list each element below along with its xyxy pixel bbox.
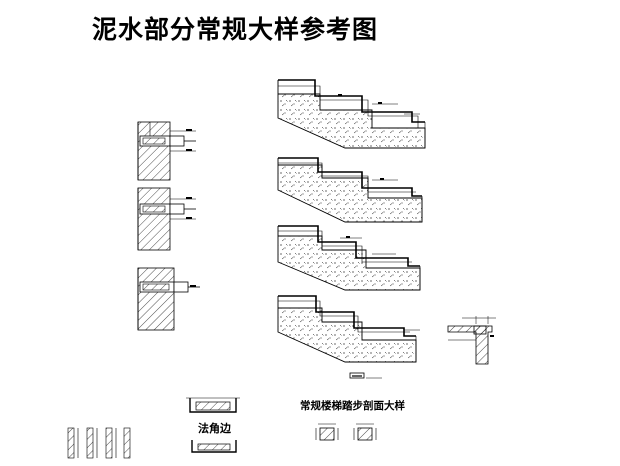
page-title: 泥水部分常规大样参考图: [92, 15, 379, 44]
handrail-detail-1: [315, 423, 339, 441]
stair-section-label: 常规楼梯踏步剖面大样: [300, 399, 405, 412]
corner-detail: [447, 316, 496, 365]
scale-mark: [349, 372, 382, 379]
stair-section-3: [277, 225, 421, 291]
wall-detail-2: [137, 187, 196, 251]
stair-section-4: [277, 295, 420, 363]
wall-strips: [67, 427, 131, 459]
corner-edge-detail: [186, 397, 240, 453]
corner-edge-label: 法角边: [198, 421, 232, 435]
wall-detail-3: [137, 267, 200, 331]
wall-detail-1: [137, 121, 196, 181]
stair-section-1: [277, 79, 426, 149]
stair-section-2: [277, 157, 423, 223]
handrail-detail-2: [353, 423, 377, 441]
